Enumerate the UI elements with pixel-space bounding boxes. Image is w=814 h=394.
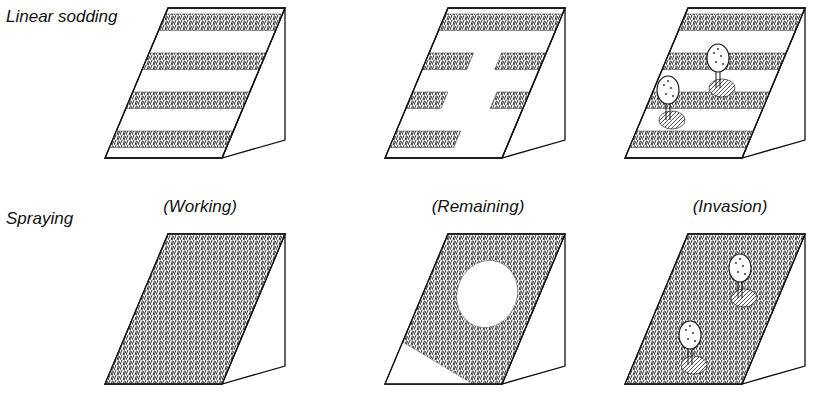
stage-label: (Remaining) [432,198,525,217]
spray-invasion [625,234,805,384]
tree-shadow [709,79,735,97]
stage-label: (Invasion) [693,198,768,217]
slope-face [625,234,805,384]
slope-face [385,234,565,384]
slope-face [105,234,285,384]
grass-patch [422,53,473,70]
grass-patch [142,53,266,70]
grass-patch [495,53,546,70]
slope-face [625,8,805,158]
row-title: Spraying [6,210,73,229]
grass-patch [439,14,563,31]
grass-patch [105,234,285,384]
tree [679,321,707,374]
grass-patch [679,14,803,31]
grass-patch [159,14,283,31]
tree [707,44,735,97]
tree [729,254,757,307]
grass-patch [389,131,460,148]
slope-outline [385,8,565,158]
row-title: Linear sodding [6,8,118,27]
tree-crown [679,321,701,349]
tree [657,76,685,129]
linear-remaining [385,8,565,158]
tree-shadow [731,289,757,307]
grass-patch [629,131,753,148]
grass-patch [109,131,233,148]
tree-crown [729,254,751,282]
grass-patch [126,92,250,109]
slope-outline [105,234,285,384]
bare-patch [385,342,473,384]
slope-outline [625,234,805,384]
tree-crown [657,76,679,104]
bare-patch [447,252,527,336]
tree-crown [707,44,729,72]
tree-shadow [681,356,707,374]
linear-invasion [625,8,805,158]
slope-face [385,8,565,158]
slope-outline [105,8,285,158]
slope-face [105,8,285,158]
linear-working [105,8,285,158]
stage-label: (Working) [163,198,237,217]
slope-outline [625,8,805,158]
spray-remaining [385,234,565,384]
tree-shadow [659,111,685,129]
grass-patch [625,234,805,384]
slope-outline [385,234,565,384]
grass-patch [385,234,565,384]
spray-working [105,234,285,384]
